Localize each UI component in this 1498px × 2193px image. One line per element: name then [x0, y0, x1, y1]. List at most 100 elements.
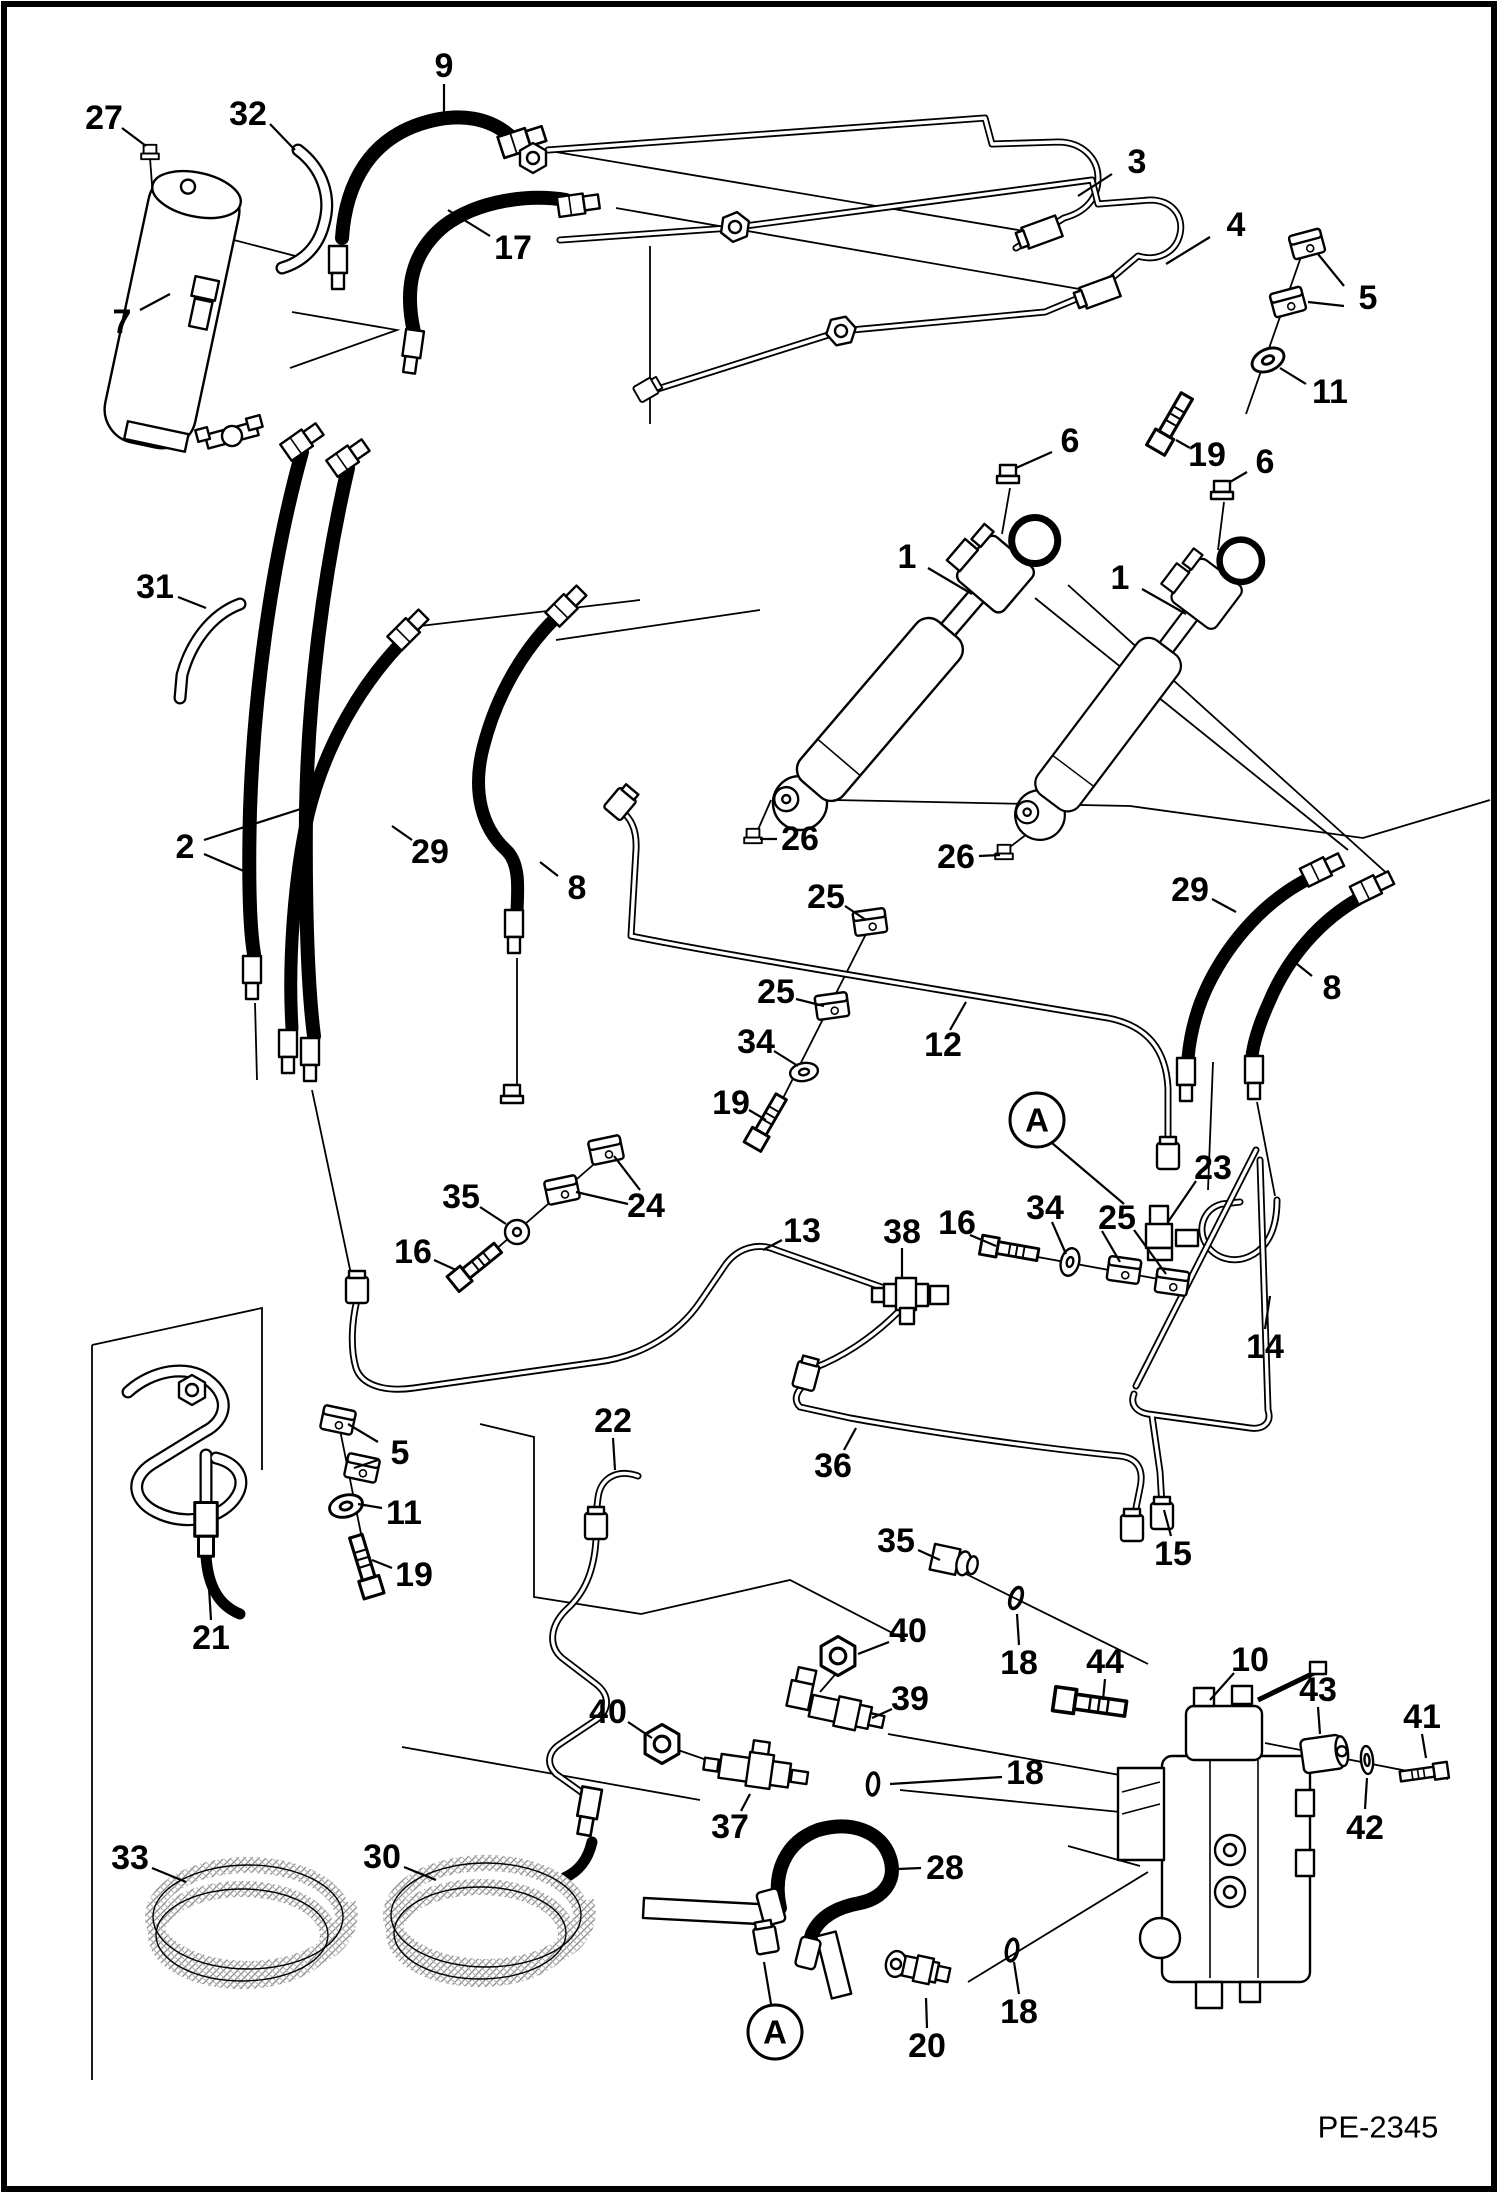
nut-tube22: [583, 1505, 609, 1541]
callout-14: 14: [1246, 1295, 1284, 1366]
callout-label-19: 19: [1188, 436, 1226, 474]
clip-25-1: [851, 906, 889, 938]
valve-37: [702, 1739, 810, 1791]
callout-12: 12: [924, 1001, 967, 1064]
nut-tube36-right: [1119, 1507, 1145, 1543]
callout-label-3: 3: [1128, 143, 1147, 181]
fitting-20: [884, 1949, 952, 1986]
callout-label-8: 8: [1323, 969, 1342, 1007]
callout-32: 32: [229, 95, 296, 151]
callout-label-40: 40: [889, 1612, 927, 1650]
callout-label-38: 38: [883, 1213, 921, 1251]
steel-tubes: [348, 114, 1281, 1798]
callout-label-28: 28: [926, 1849, 964, 1887]
fitting-hose8L-nut: [499, 1083, 525, 1105]
callout-label-4: 4: [1227, 206, 1246, 244]
phantom-lines: [91, 151, 1491, 2080]
callout-label-34: 34: [1026, 1189, 1064, 1227]
callout-18: 18: [1000, 1613, 1038, 1682]
detail-markers: AA: [746, 1091, 1125, 2061]
callout-label-10: 10: [1231, 1641, 1269, 1679]
nut-tube3: [518, 141, 548, 175]
callout-11: 11: [357, 1494, 422, 1532]
callout-label-11: 11: [1312, 373, 1348, 411]
nut-tube21: [177, 1373, 207, 1407]
hose-29-right: [1181, 871, 1317, 1065]
callout-label-30: 30: [363, 1838, 401, 1876]
callout-label-40: 40: [589, 1693, 627, 1731]
callout-38: 38: [883, 1213, 921, 1278]
clamp-5-upper-2: [1268, 285, 1308, 319]
callout-label-17: 17: [494, 229, 532, 267]
callout-label-23: 23: [1194, 1149, 1232, 1187]
callout-label-20: 20: [908, 2027, 946, 2065]
callout-label-33: 33: [111, 1839, 149, 1877]
callout-label-7: 7: [113, 303, 132, 341]
callout-label-15: 15: [1154, 1535, 1192, 1573]
callout-43: 43: [1299, 1671, 1337, 1735]
nut-tube36-left: [790, 1353, 823, 1393]
fitting-hose29L-bottom: [277, 1028, 299, 1075]
callout-11: 11: [1279, 367, 1348, 411]
callout-8: 8: [1291, 959, 1342, 1007]
fitting-hose29R-bottom: [1175, 1056, 1197, 1103]
callout-label-22: 22: [594, 1402, 632, 1440]
callout-label-5: 5: [391, 1434, 410, 1472]
callout-19: 19: [371, 1556, 433, 1594]
callout-24: 24: [575, 1155, 665, 1225]
bolt-41: [1397, 1760, 1451, 1786]
callout-22: 22: [594, 1402, 632, 1471]
callout-18: 18: [889, 1754, 1044, 1792]
callout-label-35: 35: [877, 1522, 915, 1560]
callout-13: 13: [762, 1212, 821, 1251]
fitting-hose8R-top: [1348, 867, 1397, 906]
callout-25: 25: [807, 878, 867, 921]
callout-label-26: 26: [937, 838, 975, 876]
callout-44: 44: [1086, 1643, 1124, 1701]
hose-8-left: [472, 605, 569, 917]
tube-38-branch: [810, 1308, 902, 1372]
nut-tube12-right: [1155, 1135, 1181, 1171]
callout-29: 29: [391, 825, 449, 871]
callout-6: 6: [1229, 443, 1274, 483]
callout-label-18: 18: [1000, 1993, 1038, 2031]
control-valve-10: [1116, 1660, 1328, 2010]
callout-label-24: 24: [627, 1187, 665, 1225]
formed-tubes: [121, 143, 334, 1527]
callout-37: 37: [711, 1793, 751, 1846]
hose-28-fittings: [641, 1887, 853, 2000]
callout-label-16: 16: [938, 1204, 976, 1242]
bolt-16-left: [445, 1238, 506, 1293]
fitting-hose8L-bottom: [503, 908, 525, 955]
callout-41: 41: [1403, 1698, 1441, 1759]
callout-label-37: 37: [711, 1808, 749, 1846]
callout-29: 29: [1171, 871, 1237, 913]
callout-label-18: 18: [1000, 1644, 1038, 1682]
callout-label-6: 6: [1061, 422, 1080, 460]
callout-label-39: 39: [891, 1680, 929, 1718]
callout-40: 40: [589, 1693, 653, 1739]
callout-5: 5: [347, 1423, 410, 1472]
callout-label-16: 16: [394, 1233, 432, 1271]
fitting-hose17-end: [398, 327, 426, 376]
hoses: [200, 110, 1367, 1955]
callout-42: 42: [1346, 1777, 1384, 1847]
callout-label-29: 29: [1171, 871, 1209, 909]
clamp-24-2: [542, 1173, 582, 1207]
callout-10: 10: [1209, 1641, 1269, 1701]
bolt-19-lower: [344, 1531, 386, 1601]
detail-marker-A: A: [746, 1961, 804, 2061]
nut-6-right: [1209, 479, 1235, 501]
callout-label-19: 19: [395, 1556, 433, 1594]
connector-35-right: [928, 1542, 979, 1577]
callout-9: 9: [435, 47, 453, 118]
oring-18-c: [1002, 1936, 1022, 1964]
clamp-5-lower-2: [342, 1451, 382, 1485]
hose-17: [402, 190, 573, 339]
fitting-tube21: [193, 1501, 219, 1558]
tee-38: [870, 1276, 950, 1326]
bolt-19-mid: [742, 1090, 791, 1153]
callout-35: 35: [877, 1522, 941, 1562]
nut-40-right: [819, 1634, 857, 1678]
